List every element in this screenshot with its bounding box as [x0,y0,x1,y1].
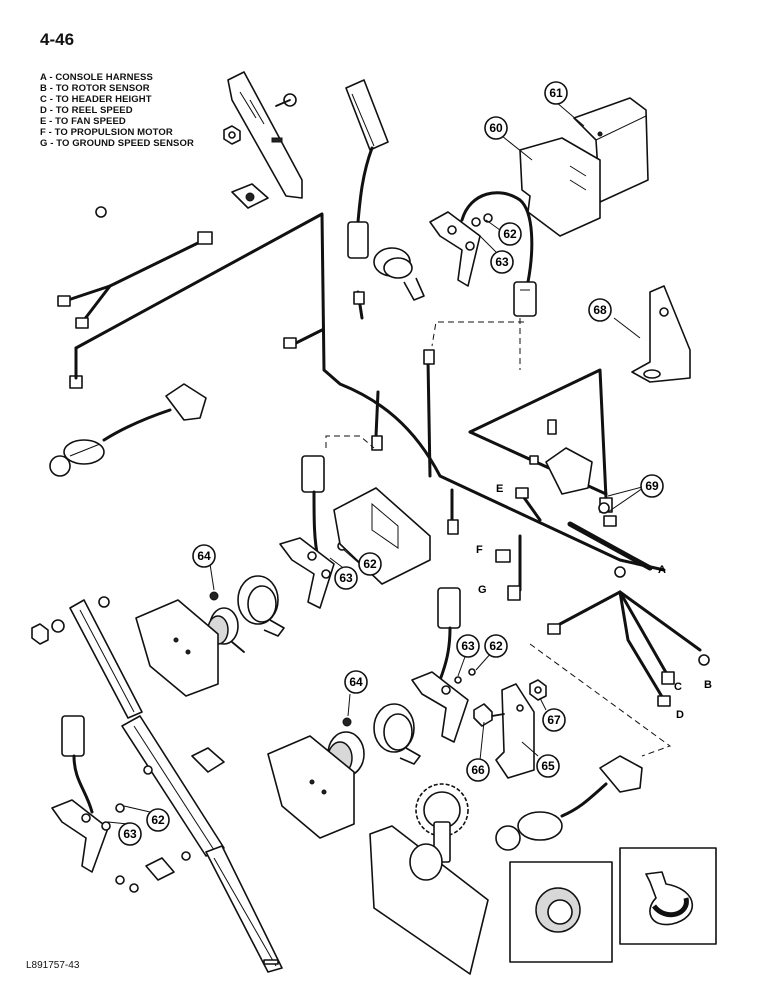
cover-panel [369,825,489,975]
callout-63-lower-left: 63 [118,822,142,846]
svg-text:68: 68 [593,303,607,317]
callout-62-lower-left: 62 [146,808,170,832]
sensor-left [49,383,207,477]
hardware-62-upper [471,213,493,227]
svg-text:62: 62 [489,639,503,653]
connector-upper-right [513,281,537,317]
bolt-66 [473,703,505,727]
nut-small-upper [95,206,107,218]
legend: A - CONSOLE HARNESS B - TO ROTOR SENSOR … [40,72,194,149]
callout-62-right: 62 [484,634,508,658]
clamp-lower [373,703,421,765]
figure-id: L891757-43 [26,960,80,971]
sensor-lower-right [495,643,672,851]
callout-61: 61 [544,81,568,105]
wire-label-b: B [704,679,712,691]
callout-69: 69 [640,474,664,498]
wire-label-c: C [674,681,682,693]
wire-label-e: E [496,483,503,495]
sensor-lower-center [411,587,476,743]
plate-60 [519,137,601,237]
callout-62-upper: 62 [498,222,522,246]
callout-64-upper: 64 [192,544,216,568]
svg-text:67: 67 [547,713,561,727]
callout-68: 68 [588,298,612,322]
callout-67: 67 [542,708,566,732]
pigtail-left [57,231,213,389]
wire-label-g: G [478,584,487,596]
callout-63-upper: 63 [490,250,514,274]
nut-upper [223,125,241,145]
clamp-center [237,575,285,637]
plate-lower-center [267,735,355,839]
legend-item-g: G - TO GROUND SPEED SENSOR [40,138,194,149]
hose-clamp-upper [373,247,425,301]
block-upper [231,183,269,209]
legend-item-f: F - TO PROPULSION MOTOR [40,127,173,138]
wire-label-f: F [476,544,483,556]
inset-clip [619,847,717,945]
svg-text:63: 63 [123,827,137,841]
callout-62-center: 62 [358,552,382,576]
left-hardware [31,596,279,965]
dash-upper [431,318,524,370]
svg-text:61: 61 [549,86,563,100]
inset-grommet [509,861,613,963]
svg-text:60: 60 [489,121,503,135]
callout-63-center: 63 [334,566,358,590]
sensor-top-center [345,79,389,259]
plate-center-left [135,599,219,697]
svg-text:63: 63 [461,639,475,653]
console-harness-strip [567,521,653,571]
upper-left-bracket [227,71,303,199]
bracket-65 [495,683,535,779]
harness-connectors [283,291,617,601]
callout-60: 60 [484,116,508,140]
callout-64-lower: 64 [344,670,368,694]
callout-66: 66 [466,758,490,782]
legend-item-a: A - CONSOLE HARNESS [40,72,153,83]
callout-63-right: 63 [456,634,480,658]
legend-item-d: D - TO REEL SPEED [40,105,133,116]
sensor-clip-upper-right [429,211,481,287]
branch-wires [547,502,710,707]
page-number: 4-46 [40,30,75,49]
relay-center-right [529,419,593,495]
legend-item-b: B - TO ROTOR SENSOR [40,83,150,94]
sprocket [415,783,469,863]
wire-upper-right [460,191,534,284]
sensor-lower-left [51,715,125,873]
svg-text:64: 64 [349,675,363,689]
svg-text:66: 66 [471,763,485,777]
svg-text:63: 63 [495,255,509,269]
mount-plate-center [333,487,431,585]
legend-item-e: E - TO FAN SPEED [40,116,126,127]
nut-67 [529,679,547,701]
bracket-68 [631,285,691,383]
svg-text:62: 62 [503,227,517,241]
svg-text:64: 64 [197,549,211,563]
wire-label-a: A [658,564,666,576]
legend-item-c: C - TO HEADER HEIGHT [40,94,152,105]
callout-65: 65 [536,754,560,778]
callout-leaders [107,101,647,825]
svg-text:62: 62 [151,813,165,827]
screw-center [231,641,245,653]
svg-text:62: 62 [363,557,377,571]
wire-label-d: D [676,709,684,721]
left-rail [69,599,283,973]
svg-text:65: 65 [541,759,555,773]
svg-text:69: 69 [645,479,659,493]
bolt-upper [275,93,297,107]
svg-text:63: 63 [339,571,353,585]
plate-61 [573,97,649,203]
